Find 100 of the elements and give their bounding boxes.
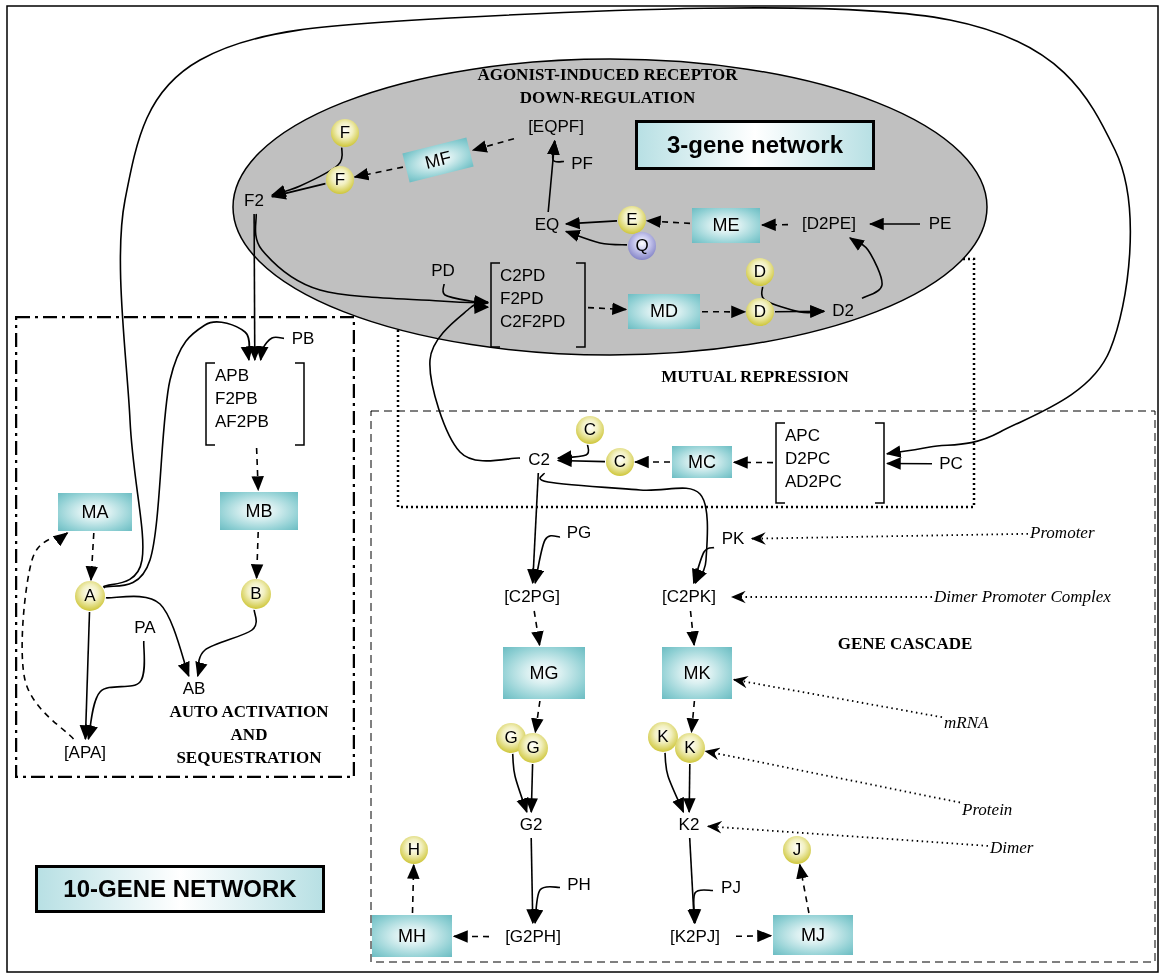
protein-circle: B — [241, 579, 271, 609]
dashed-arrow — [701, 305, 747, 319]
annotation-text: Promoter — [1030, 522, 1120, 544]
protein-circle: C — [576, 416, 604, 444]
protein-circle: A — [75, 581, 105, 611]
arrow — [760, 286, 826, 319]
species-label: PA — [128, 617, 162, 639]
dashed-arrow — [531, 610, 544, 647]
mrna-box: MJ — [773, 915, 853, 955]
mrna-box: ME — [692, 208, 760, 243]
dashed-arrow — [251, 447, 264, 492]
arrow — [868, 217, 921, 231]
species-label: PG — [562, 522, 596, 544]
dashed-arrow — [686, 610, 699, 647]
protein-circle: C — [606, 448, 634, 476]
species-label: APC — [785, 425, 820, 447]
species-label: PC — [934, 453, 968, 475]
arrow — [255, 336, 285, 362]
arrow — [556, 444, 590, 464]
annotation-text: mRNA — [944, 712, 1004, 734]
arrow — [79, 611, 93, 741]
leader-line — [750, 532, 1029, 545]
dashed-arrow — [760, 218, 789, 232]
leader-line — [706, 821, 989, 847]
species-label: [D2PE] — [790, 212, 868, 236]
dashed-arrow — [796, 863, 810, 914]
arrow — [248, 213, 261, 362]
title-box: 10-GENE NETWORK — [35, 865, 325, 913]
dashed-arrow — [732, 456, 774, 469]
arrow — [774, 305, 826, 318]
arrow — [564, 216, 618, 230]
species-label: K2 — [672, 814, 706, 836]
species-label: PF — [566, 153, 598, 175]
dashed-arrow — [686, 700, 699, 734]
species-label: C2 — [522, 449, 556, 471]
arrow — [539, 472, 709, 585]
mrna-box: MB — [220, 492, 298, 530]
species-label: D2 — [826, 300, 860, 322]
arrow — [526, 837, 539, 925]
species-label: [APA] — [52, 741, 118, 765]
protein-circle: H — [400, 836, 428, 864]
species-label: [EQPF] — [516, 115, 596, 139]
species-label: C2PD — [500, 265, 546, 287]
mrna-box: MG — [503, 647, 585, 699]
species-label: AB — [178, 678, 210, 700]
dashed-arrow — [735, 929, 773, 943]
species-label: APB — [215, 365, 250, 387]
mrna-box: MA — [58, 493, 132, 531]
species-label: AD2PC — [785, 470, 842, 493]
mrna-box: MH — [372, 915, 452, 957]
dashed-arrow — [21, 532, 75, 740]
mrna-box: MD — [628, 294, 700, 329]
species-label: F2PD — [500, 287, 544, 310]
annotation-text: Dimer Promoter Complex — [934, 586, 1150, 608]
dashed-arrow — [407, 863, 420, 914]
dashed-arrow — [85, 532, 99, 582]
arrow — [664, 752, 685, 814]
dashed-arrow — [645, 215, 691, 228]
protein-circle: J — [783, 836, 811, 864]
arrow — [527, 472, 540, 585]
species-label: [G2PH] — [491, 925, 575, 949]
annotation-text: Protein — [962, 799, 1032, 821]
arrow — [105, 595, 191, 678]
protein-circle: K — [648, 722, 678, 752]
species-label: AF2PB — [215, 410, 269, 433]
dashed-arrow — [531, 700, 544, 734]
arrow — [848, 237, 883, 300]
protein-circle: K — [675, 733, 705, 763]
species-label: PJ — [715, 877, 747, 899]
arrow — [270, 146, 344, 198]
mrna-box: MC — [672, 446, 732, 478]
species-label: PE — [922, 213, 958, 235]
arrow — [683, 763, 696, 814]
species-label: EQ — [530, 214, 564, 236]
species-label: PK — [716, 528, 750, 550]
arrow — [546, 139, 565, 163]
annotation-text: Dimer — [990, 837, 1046, 859]
dashed-arrow — [250, 531, 264, 580]
arrow — [85, 640, 146, 741]
protein-circle: G — [496, 723, 526, 753]
mrna-box: MK — [662, 647, 732, 699]
arrow — [511, 753, 529, 814]
leader-line — [730, 590, 933, 604]
dashed-arrow — [471, 137, 515, 153]
leader-line — [704, 747, 961, 804]
arrow — [525, 763, 538, 814]
species-label: PH — [562, 874, 596, 896]
protein-circle: G — [518, 733, 548, 763]
module-heading: GENE CASCADE — [836, 633, 974, 655]
species-label: F2 — [238, 190, 270, 212]
species-label: [K2PJ] — [656, 925, 734, 949]
arrow — [530, 885, 561, 925]
arrow — [688, 889, 714, 925]
module-heading: MUTUAL REPRESSION — [660, 366, 850, 388]
dashed-arrow — [587, 302, 628, 316]
species-label: PB — [286, 328, 320, 350]
arrow — [691, 546, 715, 585]
species-label: F2PB — [215, 387, 258, 410]
module-heading: AUTO ACTIVATION AND SEQUESTRATION — [168, 701, 330, 769]
species-label: [C2PK] — [648, 585, 730, 609]
